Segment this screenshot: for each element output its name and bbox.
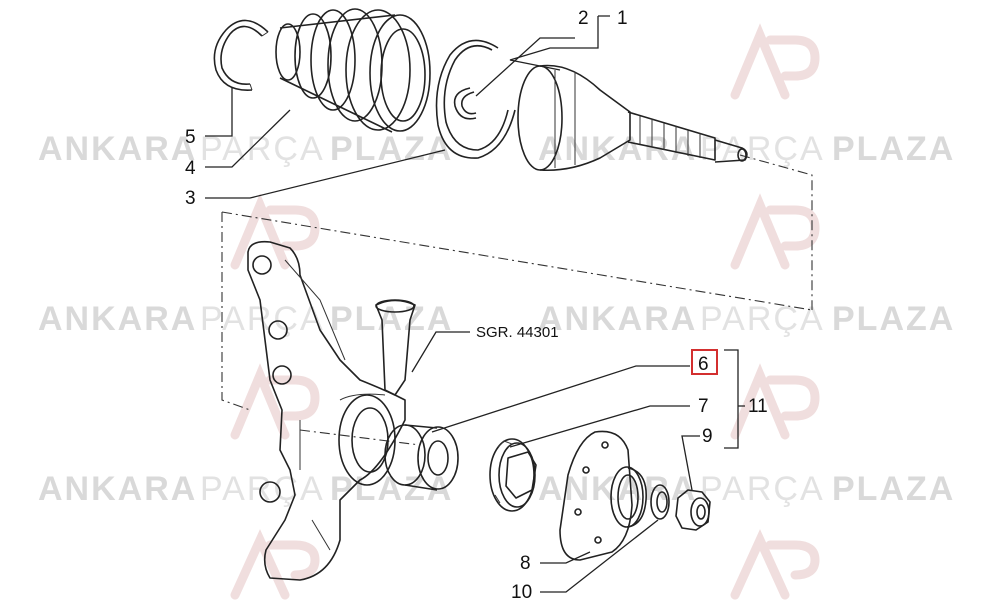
part-hub-nut xyxy=(675,489,711,531)
callout-9: 9 xyxy=(702,426,713,447)
part-snap-ring-small xyxy=(453,87,477,120)
watermark-plaza: PLAZA xyxy=(330,130,453,168)
watermark-parca: PARÇA xyxy=(200,470,325,508)
part-cv-boot xyxy=(275,8,431,133)
watermark-ankara: ANKARA xyxy=(38,470,197,508)
watermark-row-2: ANKARA PARÇA PLAZA ANKARA PARÇA PLAZA xyxy=(38,300,955,338)
callout-8: 8 xyxy=(520,553,531,574)
watermark-plaza: PLAZA xyxy=(330,300,453,338)
callout-7: 7 xyxy=(698,396,709,417)
part-retaining-ring-large xyxy=(435,39,516,159)
callout-labels: 1 2 3 4 5 6 7 8 9 10 11 SGR. 44301 xyxy=(185,8,768,600)
watermark-ankara: ANKARA xyxy=(538,130,697,168)
callout-2: 2 xyxy=(578,8,589,29)
callout-3: 3 xyxy=(185,188,196,209)
callout-11: 11 xyxy=(748,396,768,417)
reference-label: SGR. 44301 xyxy=(476,324,559,341)
part-ring-nut xyxy=(489,438,537,512)
watermark-parca: PARÇA xyxy=(700,300,825,338)
callout-5: 5 xyxy=(185,127,196,148)
part-wheel-bearing xyxy=(384,424,459,491)
part-wheel-hub xyxy=(559,430,647,561)
watermark-layer: ANKARA PARÇA PLAZA ANKARA PARÇA PLAZA AN… xyxy=(38,23,955,600)
assembly-guide-lines xyxy=(221,154,813,446)
callout-4: 4 xyxy=(185,158,196,179)
callout-10: 10 xyxy=(511,582,532,600)
part-circlip xyxy=(213,19,269,91)
part-washer xyxy=(650,484,670,520)
callout-6-highlight-box xyxy=(691,349,718,375)
leader-lines xyxy=(205,15,745,593)
watermark-plaza: PLAZA xyxy=(832,470,955,508)
watermark-ankara: ANKARA xyxy=(38,300,197,338)
callout-6: 6 xyxy=(698,354,709,375)
callout-1: 1 xyxy=(617,8,628,29)
watermark-ankara: ANKARA xyxy=(538,300,697,338)
watermark-plaza: PLAZA xyxy=(832,130,955,168)
watermark-plaza: PLAZA xyxy=(832,300,955,338)
watermark-ankara: ANKARA xyxy=(38,130,197,168)
watermark-parca: PARÇA xyxy=(700,470,825,508)
watermark-row-3: ANKARA PARÇA PLAZA ANKARA PARÇA PLAZA xyxy=(38,470,955,508)
